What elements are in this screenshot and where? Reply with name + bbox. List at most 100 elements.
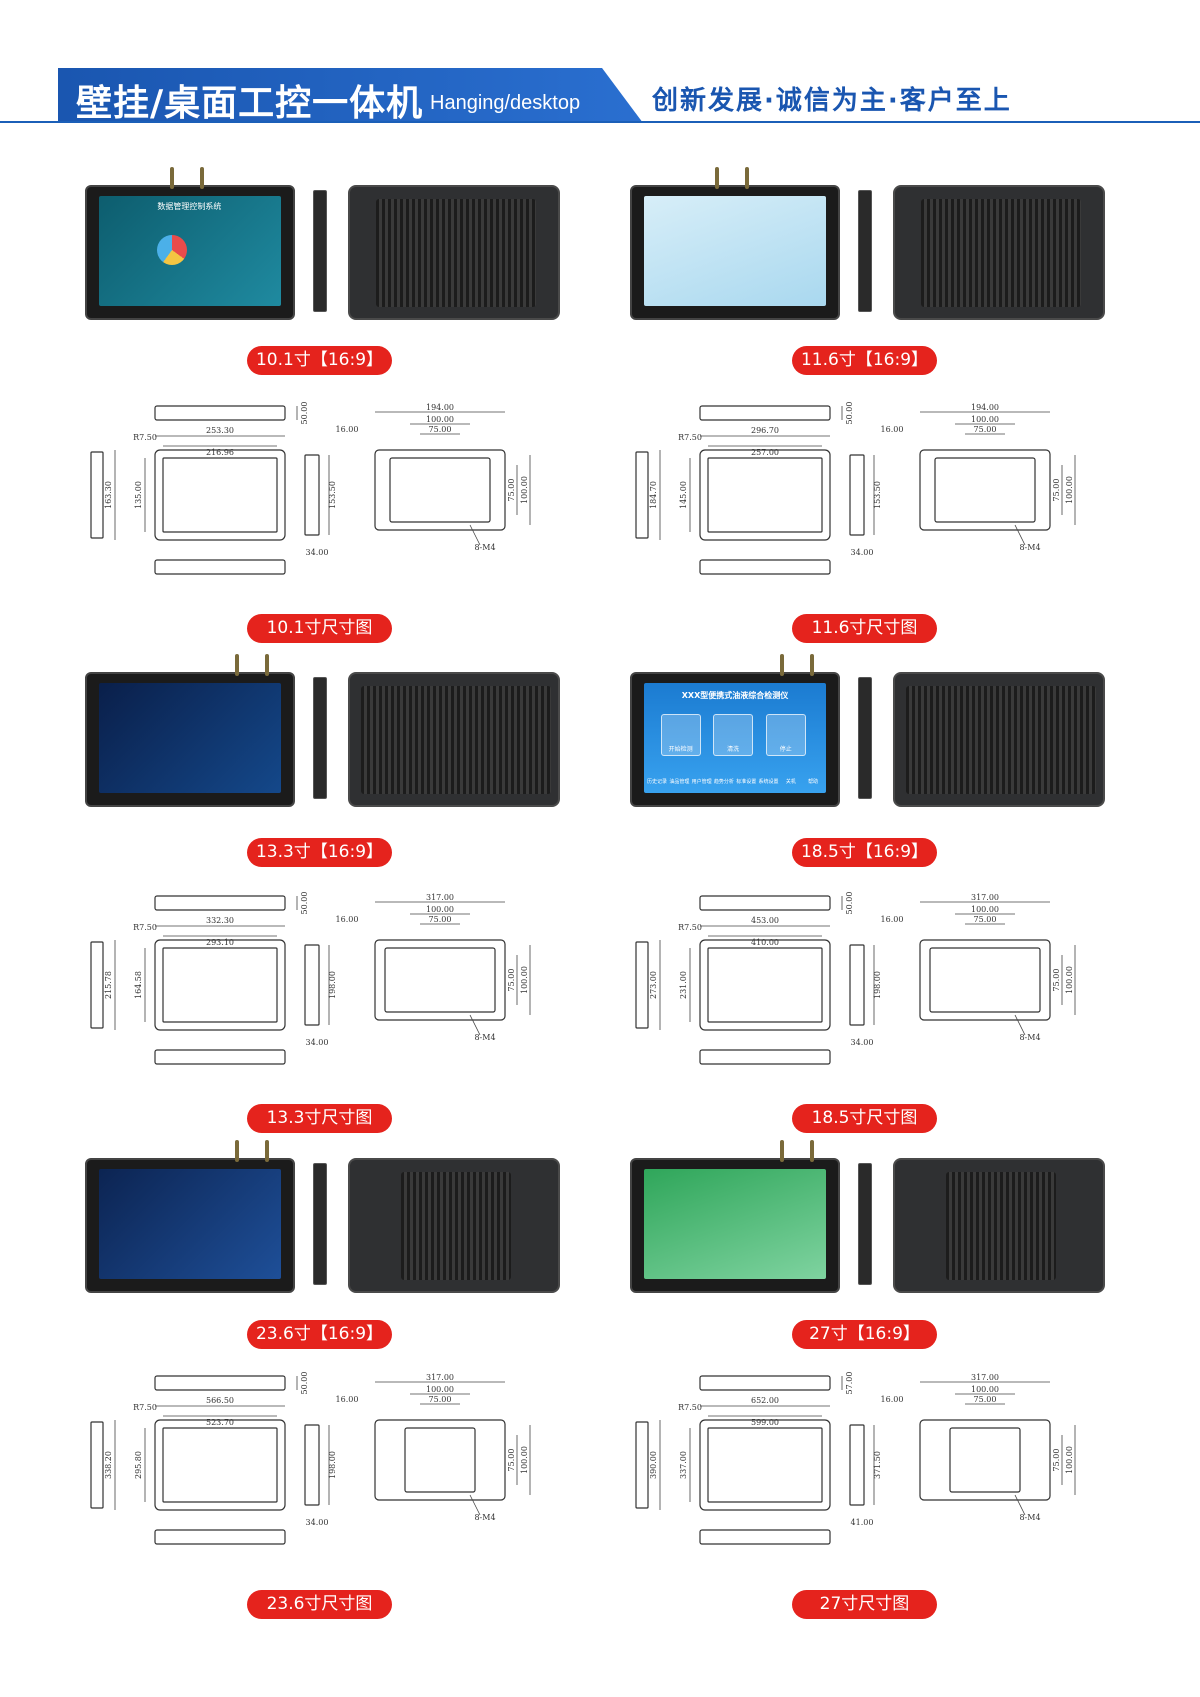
dim-screws: 8-M4: [474, 1513, 495, 1522]
page-title-en: Hanging/desktop: [430, 92, 581, 114]
product-back-photo: [893, 1158, 1105, 1293]
product-back-photo: [893, 672, 1105, 807]
dim-screws: 8-M4: [474, 1033, 495, 1042]
left-side-view: [635, 451, 649, 539]
dim-side-bottom: 34.00: [306, 1038, 329, 1047]
front-outline: [699, 449, 831, 541]
product-front-photo: 数据管理控制系统: [85, 185, 295, 320]
product-back-photo: [893, 185, 1105, 320]
viewable-area: [707, 947, 823, 1023]
product-screen: 数据管理控制系统: [99, 196, 281, 307]
right-side-view: [849, 1424, 865, 1506]
dim-screws: 8-M4: [474, 543, 495, 552]
product-front-photo: [630, 185, 840, 320]
dim-hole-h1: 75.00: [507, 1449, 516, 1472]
dim-line: [1014, 1014, 1026, 1036]
dim-hole-w1: 194.00: [971, 403, 999, 412]
antenna-icon: [265, 1140, 269, 1162]
header-banner: [58, 68, 643, 123]
product-screen: [644, 1169, 826, 1280]
product-side-photo: [858, 190, 872, 312]
drawing-label: 10.1寸尺寸图: [247, 614, 392, 643]
dim-hole-h1: 75.00: [1052, 1449, 1061, 1472]
back-heatsink: [404, 1427, 476, 1493]
screen-btn1-tile: 开始检测: [660, 713, 701, 756]
size-label: 18.5寸【16:9】: [792, 838, 937, 867]
dim-outer-width: 296.70: [751, 426, 779, 435]
dim-hole-h1: 75.00: [1052, 969, 1061, 992]
top-view: [699, 405, 831, 421]
product-screen: [99, 1169, 281, 1280]
dim-view-width: 523.70: [206, 1418, 234, 1427]
dim-side-bottom: 41.00: [851, 1518, 874, 1527]
antenna-icon: [715, 167, 719, 189]
dim-hole-w1: 317.00: [971, 893, 999, 902]
back-view: [374, 939, 506, 1021]
bottom-view: [154, 559, 286, 575]
antenna-icon: [200, 167, 204, 189]
antenna-icon: [810, 1140, 814, 1162]
back-view: [919, 449, 1051, 531]
page-slogan: 创新发展·诚信为主·客户至上: [652, 86, 1012, 116]
dim-outer-height: 184.70: [649, 481, 658, 509]
dim-hole-w1: 317.00: [971, 1373, 999, 1382]
top-view: [154, 405, 286, 421]
product-back-photo: [348, 185, 560, 320]
right-side-view: [304, 944, 320, 1026]
product-side-photo: [313, 190, 327, 312]
dim-depth: 50.00: [300, 1372, 309, 1395]
dim-view-height: 231.00: [679, 971, 688, 999]
back-heatsink: [949, 1427, 1021, 1493]
product-screen: XXX型便携式油液综合检测仪开始检测清洗停止历史记录油品管理用户管理趋势分析标准…: [644, 683, 826, 794]
dim-hole-w2: 100.00: [971, 905, 999, 914]
dim-radius: R7.50: [678, 433, 702, 442]
dim-view-width: 216.96: [206, 448, 234, 457]
top-view: [699, 1375, 831, 1391]
dim-outer-height: 338.20: [104, 1451, 113, 1479]
dim-hole-w2: 100.00: [426, 1385, 454, 1394]
back-heatsink: [934, 457, 1036, 523]
dim-outer-height: 163.30: [104, 481, 113, 509]
heatsink: [376, 199, 536, 307]
drawing-label: 23.6寸尺寸图: [247, 1590, 392, 1619]
screen-btn2-label: 清洗: [727, 745, 740, 753]
screen-menu-item: 历史记录: [647, 778, 668, 785]
product-side-photo: [313, 677, 327, 799]
top-view: [699, 895, 831, 911]
dim-view-height: 164.58: [134, 971, 143, 999]
dim-side-height: 153.50: [328, 481, 337, 509]
dim-view-height: 135.00: [134, 481, 143, 509]
dim-side-depth: 16.00: [881, 915, 904, 924]
dim-side-bottom: 34.00: [851, 1038, 874, 1047]
left-side-view: [90, 451, 104, 539]
top-view: [154, 1375, 286, 1391]
heatsink: [906, 686, 1096, 794]
dim-line: [1014, 1494, 1026, 1516]
front-outline: [154, 449, 286, 541]
dim-depth: 50.00: [845, 402, 854, 425]
pie-chart-icon: [157, 234, 188, 265]
dim-side-height: 198.00: [328, 971, 337, 999]
antenna-icon: [265, 654, 269, 676]
antenna-icon: [235, 654, 239, 676]
back-heatsink: [384, 947, 496, 1013]
dim-outer-height: 390.00: [649, 1451, 658, 1479]
dim-view-width: 599.00: [751, 1418, 779, 1427]
back-heatsink: [389, 457, 491, 523]
dim-radius: R7.50: [678, 923, 702, 932]
dim-outer-width: 652.00: [751, 1396, 779, 1405]
screen-menu-item: 帮助: [808, 778, 819, 785]
viewable-area: [162, 457, 278, 533]
dim-hole-h2: 100.00: [520, 476, 529, 504]
dim-side-height: 371.50: [873, 1451, 882, 1479]
antenna-icon: [780, 1140, 784, 1162]
dim-radius: R7.50: [133, 433, 157, 442]
screen-menu-item: 油品管理: [669, 778, 690, 785]
front-outline: [699, 1419, 831, 1511]
left-side-view: [635, 941, 649, 1029]
back-view: [919, 1419, 1051, 1501]
dim-hole-w3: 75.00: [974, 425, 997, 434]
